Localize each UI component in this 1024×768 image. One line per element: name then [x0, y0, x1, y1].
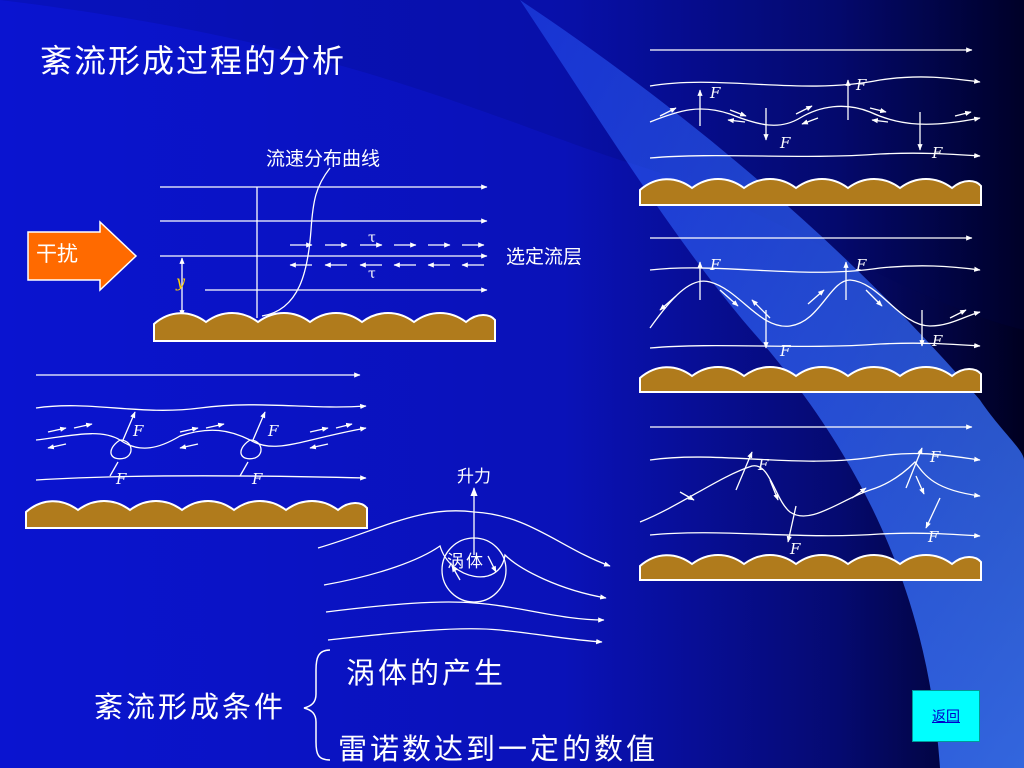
lift-diagram	[317, 487, 611, 645]
force-label: F	[856, 76, 867, 94]
lift-label: 升力	[457, 467, 491, 487]
left-vortex-diagram	[35, 372, 367, 481]
disturbance-button[interactable]	[28, 222, 136, 290]
wall-left	[25, 500, 368, 529]
y-axis-label: y	[176, 272, 186, 291]
condition-item: 雷诺数达到一定的数值	[338, 732, 659, 766]
force-label: F	[133, 422, 144, 440]
force-label: F	[932, 144, 943, 162]
force-label: F	[790, 540, 801, 558]
force-label: F	[116, 470, 127, 488]
right-bottom-diagram	[639, 424, 981, 543]
force-label: F	[930, 448, 941, 466]
force-label: F	[780, 134, 791, 152]
force-label: F	[928, 528, 939, 546]
dark-band	[0, 0, 1024, 330]
disturbance-arrow-shape[interactable]	[27, 220, 138, 292]
velocity-profile-label: 流速分布曲线	[266, 148, 381, 170]
wall-main	[153, 312, 496, 342]
conditions-heading: 紊流形成条件	[94, 690, 287, 724]
force-label: F	[252, 470, 263, 488]
force-label: F	[758, 456, 769, 474]
wall-right-bottom	[639, 554, 982, 581]
right-middle-diagram	[649, 235, 981, 349]
force-label: F	[268, 422, 279, 440]
condition-item: 涡体的产生	[346, 656, 507, 690]
shear-stress-bottom-label: τ	[368, 266, 376, 282]
force-label: F	[710, 84, 721, 102]
main-flow-diagram	[160, 167, 488, 318]
wall-right-middle	[639, 366, 982, 393]
force-label: F	[932, 332, 943, 350]
page-title: 紊流形成过程的分析	[40, 42, 347, 80]
selected-layer-label: 选定流层	[506, 246, 583, 268]
right-top-diagram	[649, 47, 981, 159]
force-label: F	[856, 256, 867, 274]
shear-stress-top-label: τ	[368, 230, 376, 246]
wall-right-top	[639, 178, 982, 206]
return-button[interactable]: 返回	[912, 690, 980, 742]
condition-brace	[303, 649, 331, 761]
force-label: F	[780, 342, 791, 360]
vortex-label: 涡体	[447, 552, 485, 572]
return-link[interactable]: 返回	[932, 709, 960, 725]
force-label: F	[710, 256, 721, 274]
